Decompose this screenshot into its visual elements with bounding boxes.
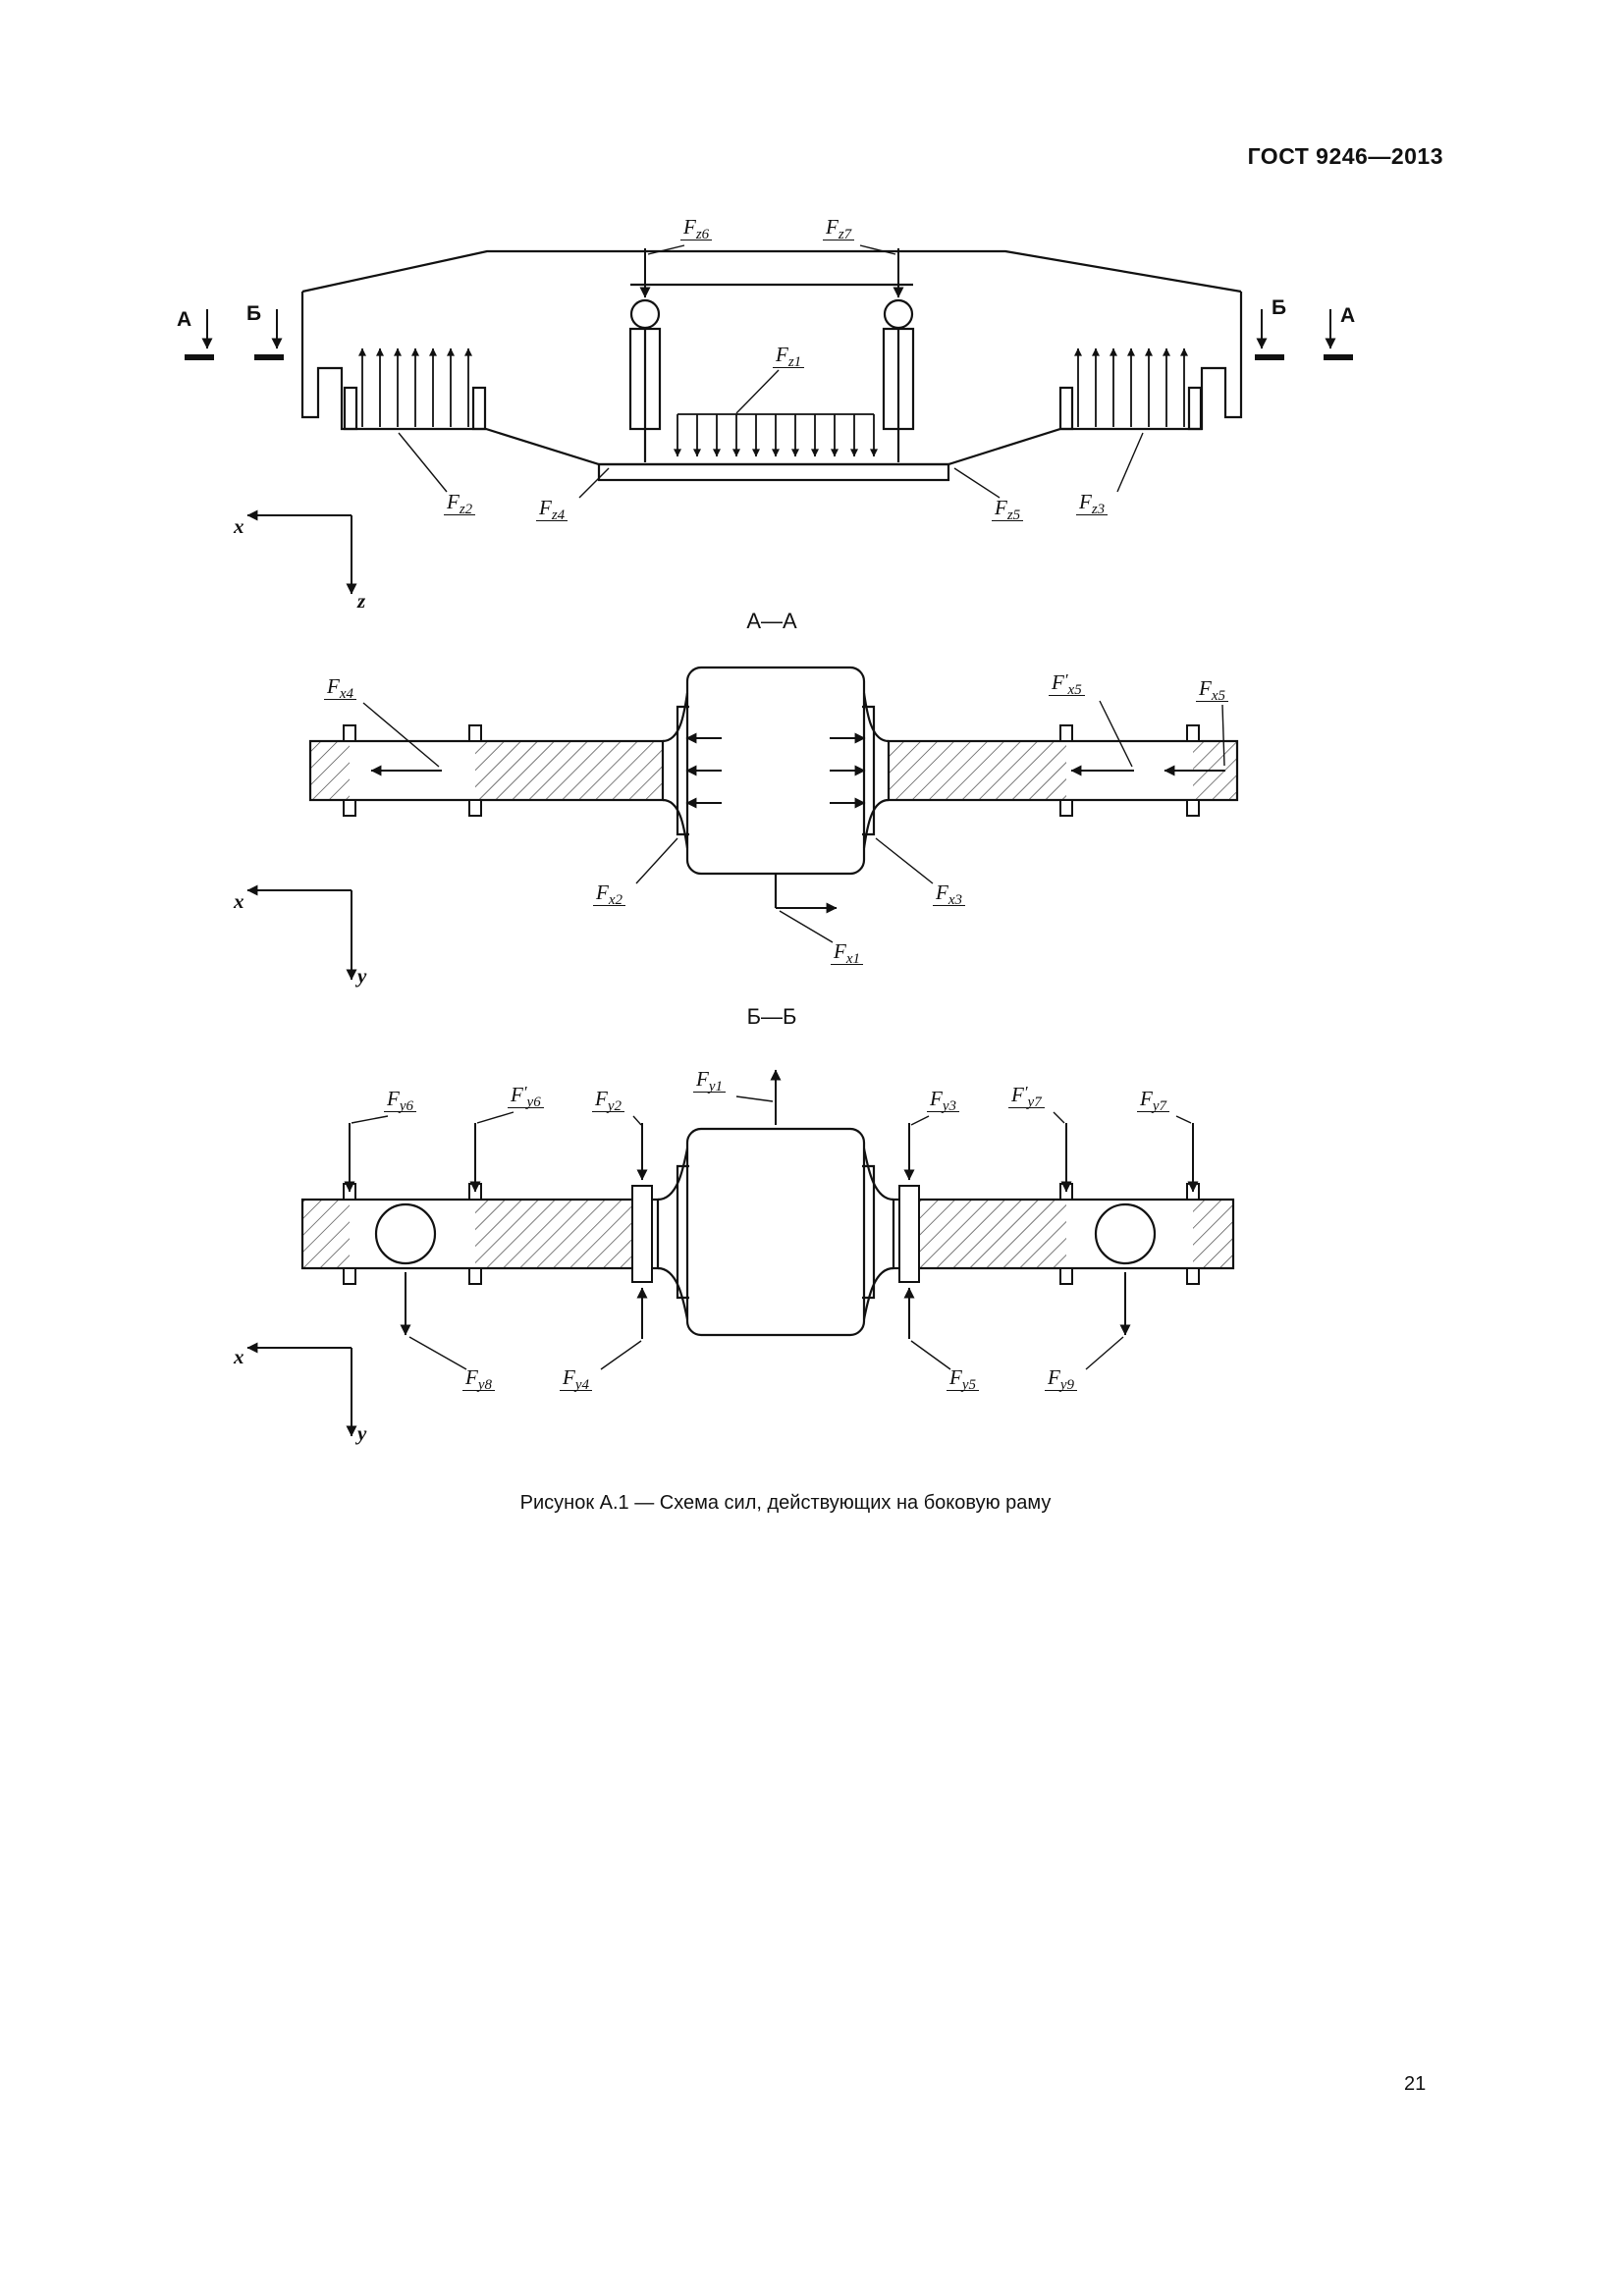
axis-x-mid: x	[234, 889, 244, 913]
leader-lines	[351, 1095, 1192, 1370]
document-header: ГОСТ 9246—2013	[1247, 143, 1443, 169]
bar-outline	[300, 1127, 1235, 1337]
section-title-aa: А—А	[746, 609, 797, 633]
label-fy9: Fy9	[1045, 1365, 1077, 1393]
label-fy4: Fy4	[560, 1365, 592, 1393]
label-fz2: Fz2	[444, 490, 476, 517]
axis-x-top: x	[234, 514, 244, 538]
leader-lines	[398, 244, 1144, 499]
label-fx4: Fx4	[324, 674, 356, 702]
label-fx3: Fx3	[933, 881, 965, 908]
label-fy1: Fy1	[693, 1067, 726, 1095]
label-fy5: Fy5	[947, 1365, 979, 1393]
label-fz5: Fz5	[992, 496, 1024, 523]
axes-xy	[246, 884, 357, 981]
axis-z-top: z	[357, 589, 366, 613]
hanger-force-arrows	[639, 248, 904, 298]
leader-lines	[362, 700, 1225, 943]
section-bb-drawing	[246, 1069, 1235, 1437]
section-mark-arrows	[201, 309, 1336, 349]
label-fy3: Fy3	[927, 1087, 959, 1114]
spring-load-arrows-left	[358, 347, 472, 427]
section-title-bb: Б—Б	[746, 1004, 797, 1029]
figure-caption: Рисунок А.1 — Схема сил, действующих на …	[519, 1492, 1052, 1514]
label-fz7: Fz7	[823, 215, 855, 242]
label-fz1: Fz1	[773, 343, 805, 370]
label-fy8: Fy8	[462, 1365, 495, 1393]
bar-outline	[308, 666, 1239, 908]
label-fy2: Fy2	[592, 1087, 624, 1114]
hatched-sections	[302, 1200, 1233, 1268]
section-aa-drawing	[246, 666, 1239, 981]
axes-xy	[246, 1342, 357, 1437]
section-letter-b-left: Б	[246, 302, 262, 325]
label-fy6-prime: F′y6	[508, 1083, 544, 1110]
section-mark-ticks	[185, 354, 1353, 360]
label-fy6: Fy6	[384, 1087, 416, 1114]
bolster-load-arrows	[674, 413, 878, 457]
label-fz6: Fz6	[680, 215, 713, 242]
label-fz4: Fz4	[536, 496, 568, 523]
section-letter-b-right: Б	[1272, 296, 1287, 319]
frame-outline	[300, 249, 1243, 482]
axis-y-mid: y	[357, 964, 367, 988]
spring-load-arrows-right	[1074, 347, 1188, 427]
jaw-plates	[631, 1185, 920, 1283]
keys	[343, 724, 1200, 817]
force-arrows	[370, 732, 1225, 914]
label-fx5-prime: F′x5	[1049, 670, 1085, 698]
label-fx5: Fx5	[1196, 676, 1228, 704]
section-letter-a-right: А	[1340, 304, 1356, 327]
keys	[343, 1183, 1200, 1285]
hatched-sections	[310, 741, 1237, 800]
axes-xz	[246, 509, 357, 595]
section-letter-a-left: А	[177, 308, 192, 331]
label-fy7: Fy7	[1137, 1087, 1169, 1114]
label-fy7-prime: F′y7	[1008, 1083, 1045, 1110]
side-frame-drawing	[185, 244, 1353, 595]
axis-y-bot: y	[357, 1421, 367, 1445]
axis-x-bot: x	[234, 1345, 244, 1368]
label-fz3: Fz3	[1076, 490, 1109, 517]
label-fx2: Fx2	[593, 881, 625, 908]
page-number: 21	[1404, 2073, 1427, 2095]
label-fx1: Fx1	[831, 939, 863, 967]
force-arrows	[344, 1069, 1199, 1339]
